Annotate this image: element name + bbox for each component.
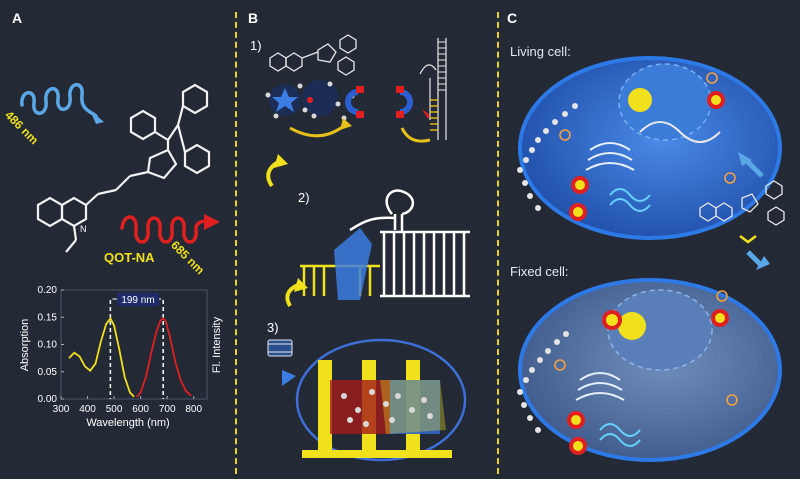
nucleolus	[628, 88, 652, 112]
excitation-wave-icon	[20, 83, 104, 124]
y-tick-label-4: 0.20	[38, 285, 58, 296]
living-cell-label: Living cell:	[510, 44, 571, 59]
chromatin	[639, 121, 721, 143]
x-tick-label-0: 300	[53, 404, 70, 415]
vesicle-fixed-icon	[554, 290, 738, 406]
annotation-label: 199 nm	[121, 295, 154, 306]
divider-left	[235, 12, 237, 474]
hairpin-rungs-large	[382, 232, 466, 296]
zoom-atoms	[341, 389, 433, 427]
step-3-label: 3)	[267, 320, 279, 335]
ball-stick-model-icon	[265, 80, 355, 121]
zoom-ellipse	[295, 338, 467, 462]
golgi-fixed-icon	[575, 372, 625, 401]
probe-molecule-c-icon	[699, 180, 785, 226]
probe-molecule-icon	[269, 34, 357, 76]
signal-burst-fixed-icon	[567, 309, 729, 455]
membrane-beads-bottom	[517, 331, 569, 433]
fixed-cell-label: Fixed cell:	[510, 264, 569, 279]
cycle-arrow-icon-2	[285, 283, 299, 307]
y-tick-label-2: 0.10	[38, 340, 58, 351]
hairpin-rungs	[438, 41, 446, 91]
annotation-box	[117, 293, 159, 306]
molecule-name: QOT-NA	[104, 250, 155, 265]
panel-label-c: C	[507, 10, 518, 26]
y-tick-label-3: 0.15	[38, 312, 58, 323]
series-line-0	[68, 316, 135, 398]
y-tick-label-0: 0.00	[38, 394, 58, 405]
x-tick-label-5: 800	[185, 404, 202, 415]
vesicle-icon	[559, 72, 736, 184]
curved-arrow-icon-2	[400, 127, 431, 143]
panel-label-b: B	[248, 10, 259, 26]
x-tick-label-3: 600	[132, 404, 149, 415]
up-arrow-icon	[738, 152, 752, 166]
x-axis-label: Wavelength (nm)	[86, 417, 169, 429]
x-tick-label-2: 500	[106, 404, 123, 415]
small-hairpin-3-icon	[267, 339, 293, 357]
fixed-cell-icon	[518, 278, 782, 462]
panel-label-a: A	[12, 10, 23, 26]
y-axis-label: Absorption	[19, 319, 31, 372]
emission-wave-icon	[120, 214, 220, 244]
living-cell-icon	[518, 56, 782, 240]
x-tick-label-1: 400	[79, 404, 96, 415]
mitochondria-icon	[609, 188, 651, 212]
rna-hairpin-icon	[419, 38, 447, 140]
nucleolus-fixed	[618, 312, 646, 340]
series-line-1	[136, 317, 192, 398]
probe-bound-icon	[334, 228, 372, 300]
panel-a-graphic: N	[20, 83, 220, 253]
arrow-right-icon	[282, 370, 296, 386]
nucleus-fixed	[607, 289, 713, 371]
divider-right	[497, 12, 499, 474]
y2-axis-label: Fl. Intensity	[211, 316, 223, 373]
step-2-label: 2)	[298, 190, 310, 205]
golgi-icon	[585, 142, 635, 171]
qot-na-structure-icon	[36, 83, 211, 253]
magnet-icon	[345, 86, 364, 118]
x-tick-label-4: 700	[159, 404, 176, 415]
mitochondria-fixed-icon	[599, 423, 641, 447]
hairpin-yellow-rungs	[430, 99, 438, 131]
magnet-icon-2	[396, 86, 413, 118]
svg-text:N: N	[80, 224, 87, 234]
step-1-label: 1)	[250, 38, 262, 53]
membrane-beads-top	[517, 103, 578, 211]
y-tick-label-1: 0.05	[38, 367, 58, 378]
signal-burst-icon	[569, 91, 725, 221]
